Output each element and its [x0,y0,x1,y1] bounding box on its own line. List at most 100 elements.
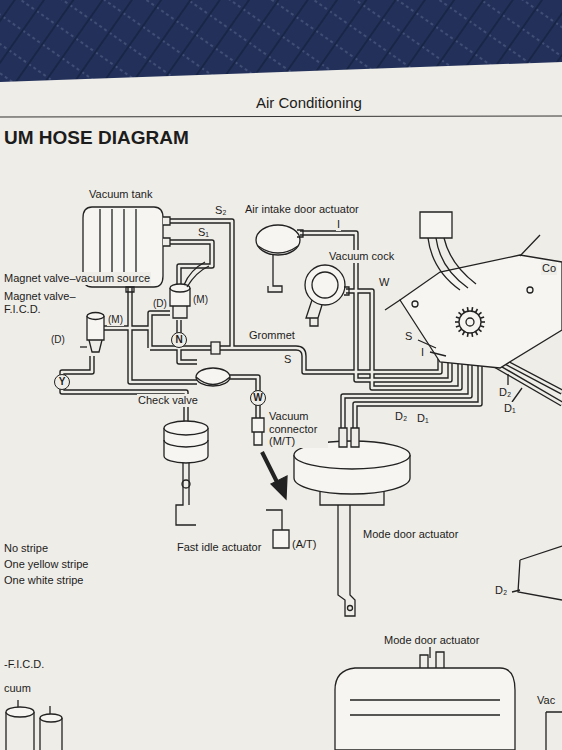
control-assembly-stroke [527,287,533,293]
gear-teeth-stroke [463,309,465,313]
magnet-valve-vacuum-source [170,262,209,318]
leader-lines [418,340,522,658]
part-label: D₁ [503,402,517,415]
part-label: (M) [192,294,209,306]
page-header: Air Conditioning [255,94,363,111]
parts [6,207,562,750]
part-label: Vacuum cock [328,250,395,263]
gear-teeth-stroke [467,307,469,311]
part-label: Co [541,262,557,275]
part-label: Fast idle actuator [176,541,262,554]
fast-idle-actuator-stroke [164,440,208,447]
vacuum-connector-at [266,510,289,548]
part-label: S [404,330,413,343]
vacuum-cock-stroke [305,265,345,305]
stripe-marker: W [250,390,266,406]
part-label: D₁ [416,412,430,425]
check-valve-stroke [196,368,230,386]
gear-teeth-stroke [480,317,484,318]
part-label: (A/T) [291,538,317,551]
part-label: S [283,353,292,366]
part-label: Vacuum connector (M/T) [268,410,328,448]
vacuum-connector-at-stroke [266,510,282,530]
header-rule [0,116,562,117]
part-label: Check valve [137,394,199,407]
gear-teeth-stroke [478,312,481,315]
arrow-head [271,476,287,499]
stripe-marker: Y [54,374,70,390]
air-intake-door-actuator-stroke [268,254,282,292]
vacuum-cock-stroke [312,272,338,298]
magnet-valve-vacuum-source-stroke [170,284,190,292]
lower-ficd-parts-stroke [18,700,50,714]
stripe-letter: N [175,335,182,345]
part-label: I [336,218,341,231]
gear-teeth-stroke [480,326,484,327]
stripe-marker: N [171,332,187,348]
mode-door-actuator-stroke [338,505,355,616]
control-assembly-stroke [466,318,474,326]
air-intake-door-actuator-stroke [258,246,298,253]
mode-door-lever [518,546,562,600]
lower-mode-door-actuator-stroke [335,668,515,750]
diagram-title: UM HOSE DIAGRAM [3,127,190,149]
part-label: S₂ [214,204,228,217]
stripe-letter: Y [59,377,66,387]
part-label: (M) [107,314,124,326]
part-label: D₂ [494,584,508,597]
gear-teeth-stroke [459,329,462,332]
part-label: Magnet valve–F.I.C.D. [3,290,85,315]
gear-teeth-stroke [456,326,460,327]
gear-teeth [455,307,485,337]
gear-teeth-stroke [471,307,473,311]
control-assembly-stroke [420,212,452,238]
lower-ficd-parts-stroke [40,714,62,722]
part-label: Mode door actuator [383,634,480,647]
gear-teeth-stroke [478,329,481,332]
lower-ficd-parts-stroke [40,718,62,750]
control-assembly [385,212,562,368]
control-assembly-stroke [400,255,562,368]
lower-ficd-parts-stroke [6,707,34,717]
part-label: Grommet [248,329,296,342]
control-assembly-stroke [385,235,540,310]
vacuum-cock [305,265,349,326]
magnet-valve-ficd [80,313,104,353]
air-intake-door-actuator-stroke [297,230,303,237]
lower-mode-door-actuator-stroke [350,700,500,715]
lower-ficd-parts [6,700,62,750]
vacuum-connector-stroke [252,418,264,445]
magnet-valve-ficd-stroke [80,346,87,347]
fast-idle-actuator-stroke [182,480,190,488]
part-label: D₂ [498,386,512,399]
part-label: I [420,346,425,359]
fast-idle-actuator-stroke [164,421,208,435]
gear-teeth-stroke [467,333,469,337]
gear-teeth-stroke [459,312,462,315]
part-label: No stripe [3,542,49,555]
fast-idle-actuator-stroke [176,463,196,525]
magnet-valve-ficd-stroke [89,340,102,352]
part-label: Air intake door actuator [244,203,360,216]
part-label: cuum [3,682,32,695]
part-label: Magnet valve–vacuum source [3,272,151,285]
check-valve-stroke [196,377,230,385]
gear-teeth-stroke [476,332,478,336]
part-label: W [378,276,390,289]
part-label: (D) [50,334,66,346]
part-label: (D) [152,298,168,310]
arrow-shaft [262,452,277,482]
vacuum-tank-stroke [163,217,170,246]
vacuum-cock-stroke [306,300,322,326]
mode-door-actuator [294,428,410,616]
part-label: D₂ [394,410,408,423]
part-label: One white stripe [3,574,84,587]
mode-door-actuator-stroke [348,606,353,611]
gear-teeth-stroke [456,317,460,318]
part-label: Mode door actuator [362,528,459,541]
gear-teeth-stroke [481,321,485,323]
gear-teeth-stroke [476,309,478,313]
lower-mode-door-actuator-stroke [420,652,444,668]
paper-page [0,62,562,750]
